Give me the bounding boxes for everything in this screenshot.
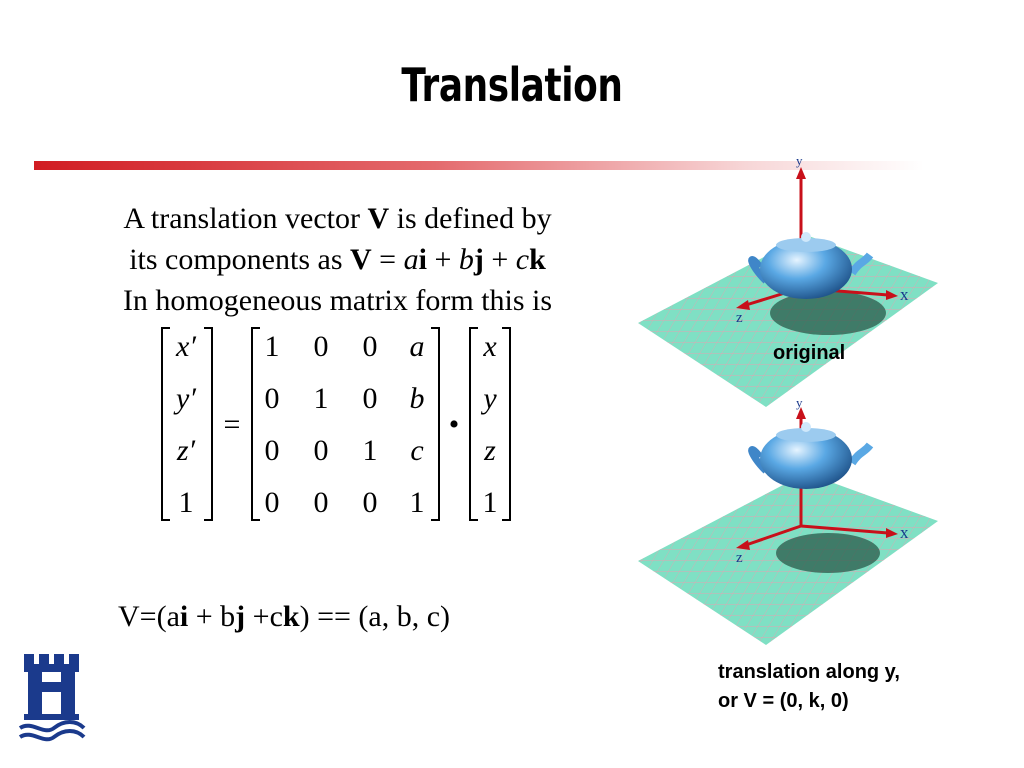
teapot-icon bbox=[748, 422, 874, 489]
matrix-equation: x′ y′ z′ 1 = • 1 0 0 a 0 1 0 b 0 0 1 c 0… bbox=[161, 327, 511, 521]
vector-definition-line: V=(ai + bj +ck) == (a, b, c) bbox=[118, 600, 451, 633]
axis-label-y: y bbox=[796, 395, 803, 410]
rhs-z: z bbox=[483, 434, 496, 467]
teapot-icon bbox=[748, 232, 874, 299]
m-cell: 0 bbox=[363, 486, 378, 519]
dot-operator: • bbox=[449, 408, 460, 441]
axis-label-z: z bbox=[736, 550, 743, 566]
figure-original: y x z bbox=[638, 155, 938, 407]
m-cell: b bbox=[410, 382, 425, 415]
teapot-shadow bbox=[776, 533, 880, 573]
m-cell: 1 bbox=[314, 382, 329, 415]
intro-line-3: In homogeneous matrix form this is bbox=[122, 284, 553, 317]
rhs-left-bracket bbox=[469, 327, 478, 521]
title-divider bbox=[34, 161, 924, 170]
lhs-left-bracket bbox=[161, 327, 170, 521]
caption-original: original bbox=[773, 342, 846, 364]
m-cell: c bbox=[410, 434, 423, 467]
axis-label-z: z bbox=[736, 310, 743, 326]
teapot-shadow bbox=[770, 291, 886, 335]
lhs-right-bracket bbox=[204, 327, 213, 521]
caption-translated-line-2: or V = (0, k, 0) bbox=[718, 690, 849, 712]
m-cell: 0 bbox=[265, 382, 280, 415]
m-cell: 0 bbox=[314, 434, 329, 467]
m-cell: 1 bbox=[363, 434, 378, 467]
m-cell: 0 bbox=[265, 434, 280, 467]
rhs-y: y bbox=[480, 382, 497, 415]
m-cell: 0 bbox=[265, 486, 280, 519]
m-cell: a bbox=[410, 330, 425, 363]
figure-translated: y x z bbox=[638, 395, 938, 645]
m-cell: 0 bbox=[363, 330, 378, 363]
rhs-one: 1 bbox=[483, 486, 498, 519]
caption-translated: translation along y, or V = (0, k, 0) bbox=[718, 658, 900, 716]
caption-translated-line-1: translation along y, bbox=[718, 661, 900, 683]
m-cell: 0 bbox=[363, 382, 378, 415]
axis-label-x: x bbox=[900, 523, 909, 542]
axis-label-y: y bbox=[796, 155, 803, 168]
m-cell: 1 bbox=[265, 330, 280, 363]
intro-text: A translation vector V is defined by its… bbox=[60, 198, 615, 321]
intro-line-2: its components as V = ai + bj + ck bbox=[129, 243, 546, 276]
lhs-z: z′ bbox=[176, 434, 196, 467]
lhs-one: 1 bbox=[179, 486, 194, 519]
university-crest-icon bbox=[18, 654, 86, 742]
lhs-x: x′ bbox=[175, 330, 196, 363]
rhs-right-bracket bbox=[502, 327, 511, 521]
matrix-right-bracket bbox=[431, 327, 440, 521]
m-cell: 0 bbox=[314, 330, 329, 363]
m-cell: 1 bbox=[410, 486, 425, 519]
axis-label-x: x bbox=[900, 285, 909, 304]
equals-sign: = bbox=[224, 408, 241, 441]
intro-line-1: A translation vector V is defined by bbox=[123, 202, 552, 235]
lhs-y: y′ bbox=[173, 382, 196, 415]
matrix-left-bracket bbox=[251, 327, 260, 521]
m-cell: 0 bbox=[314, 486, 329, 519]
rhs-x: x bbox=[482, 330, 497, 363]
slide-title: Translation bbox=[401, 58, 623, 112]
